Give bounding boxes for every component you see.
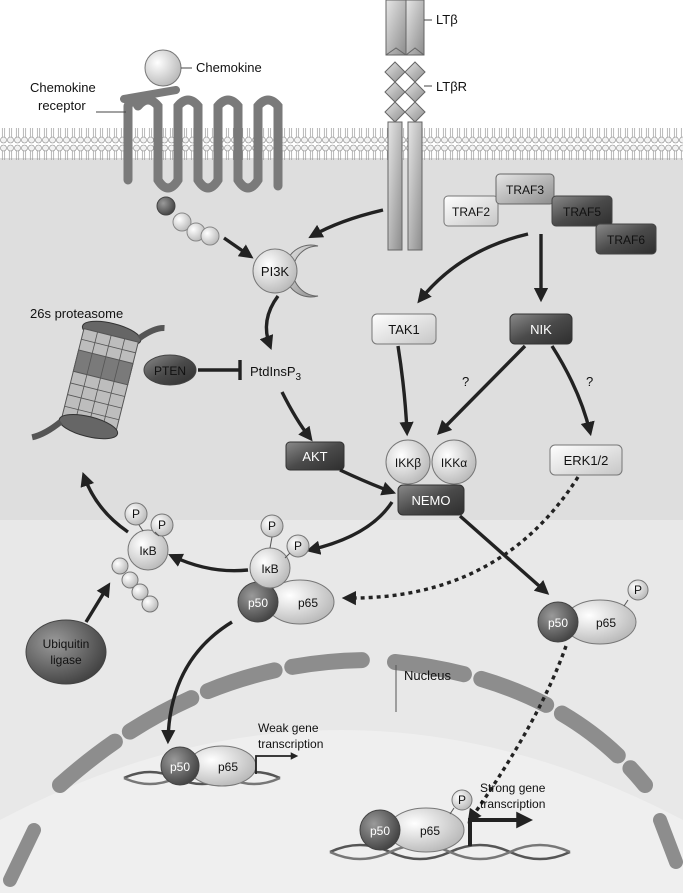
strong-transcription-arrow — [468, 811, 534, 846]
p-label-6: P — [458, 793, 466, 807]
erk-box — [549, 444, 623, 476]
lt-beta-receptor: LTβ LTβR — [384, 0, 467, 251]
traf5-box — [551, 195, 613, 227]
ikb-free-label: IκB — [139, 544, 156, 558]
traf5-label: TRAF5 — [563, 205, 601, 219]
proteasome-label: 26s proteasome — [30, 306, 123, 321]
pi3k-label: PI3K — [261, 264, 290, 279]
pten-inhibition — [198, 360, 242, 380]
arrow-complex-to-free-ikb — [168, 553, 249, 573]
nfkb-ikb-complex: P P IκB p50 p65 — [237, 514, 335, 625]
p65-label-weak: p65 — [218, 760, 238, 774]
lt-beta-r-label: LTβR — [436, 79, 467, 94]
lt-beta-label: LTβ — [436, 12, 458, 27]
p-label-2: P — [294, 539, 302, 553]
p50-node-strong — [359, 809, 401, 851]
chemokine-receptor-label-2: receptor — [38, 98, 86, 113]
strong-transcription-label-2: transcription — [480, 797, 545, 811]
arrow-pi3k-to-ptdinsp3 — [259, 294, 280, 350]
ptdinsp3-label: PtdInsP3 — [250, 364, 302, 383]
p50-label-right: p50 — [548, 616, 568, 630]
p65-label-cyto: p65 — [298, 596, 318, 610]
traf2-label: TRAF2 — [452, 205, 490, 219]
arrow-receptor-to-pi3k — [223, 236, 254, 259]
nfkb-strong: P p50 p65 — [359, 789, 473, 853]
p-label-4: P — [158, 518, 166, 532]
ikk-alpha-node — [431, 439, 477, 485]
ubiquitin-ligase-node — [25, 619, 107, 685]
weak-transcription-arrow — [255, 752, 299, 774]
ubiquitin-ligase-label-1: Ubiquitin — [43, 637, 90, 651]
arrow-ptdinsp3-to-akt — [280, 391, 313, 442]
ubiquitin-ligase-label-2: ligase — [50, 653, 82, 667]
arrow-tak1-to-ikk — [396, 345, 414, 437]
p-label-5: P — [634, 583, 642, 597]
weak-transcription-label-2: transcription — [258, 737, 323, 751]
p-label-1: P — [268, 519, 276, 533]
p50-label-strong: p50 — [370, 824, 390, 838]
ikb-bound-label: IκB — [261, 562, 278, 576]
question-mark-1: ? — [462, 374, 469, 389]
pten-label: PTEN — [154, 364, 186, 378]
arrow-to-strong-transcription — [467, 645, 568, 824]
chemokine-receptor-label-1: Chemokine — [30, 80, 96, 95]
p50-node-right — [537, 601, 579, 643]
nemo-label: NEMO — [412, 493, 451, 508]
p65-label-strong: p65 — [420, 824, 440, 838]
ikk-alpha-label: IKKα — [441, 456, 467, 470]
tak1-label: TAK1 — [388, 322, 420, 337]
traf-complex: TRAF2 TRAF3 TRAF5 TRAF6 — [443, 173, 657, 255]
tak1-box — [371, 313, 437, 345]
arrow-akt-to-nemo — [339, 468, 397, 496]
arrow-traf-to-tak1 — [417, 232, 529, 304]
p50-label-weak: p50 — [170, 760, 190, 774]
chemokine-ligand — [144, 49, 182, 87]
akt-box — [285, 441, 345, 471]
chemokine-label: Chemokine — [196, 60, 262, 75]
pi3k: PI3K — [252, 244, 319, 298]
arrow-ltbr-to-pi3k — [308, 208, 384, 239]
pten-node — [143, 354, 197, 386]
p-label-3: P — [132, 507, 140, 521]
ikk-beta-label: IKKβ — [395, 456, 421, 470]
ikb-free-node — [127, 529, 169, 571]
arrow-nik-to-erk — [550, 345, 595, 437]
arrow-nik-to-ikk — [436, 344, 527, 436]
nik-box — [509, 313, 573, 345]
arrow-ligase-to-ikb — [84, 582, 111, 623]
arrow-to-weak-transcription — [161, 620, 233, 745]
question-mark-2: ? — [586, 374, 593, 389]
erk-label: ERK1/2 — [564, 453, 609, 468]
proteasome: 26s proteasome — [30, 306, 165, 441]
plasma-membrane — [0, 124, 683, 160]
p50-node-weak — [160, 746, 200, 786]
arrow-nemo-to-ikb — [305, 501, 394, 555]
arrow-ikb-to-proteasome — [80, 471, 129, 534]
nucleus-label: Nucleus — [404, 668, 451, 683]
free-ikb: P P IκB — [111, 502, 174, 613]
p50-label-cyto: p50 — [248, 596, 268, 610]
nemo-box — [397, 484, 465, 516]
akt-label: AKT — [302, 449, 327, 464]
weak-transcription-label-1: Weak gene — [258, 721, 319, 735]
p65-label-right: p65 — [596, 616, 616, 630]
ikk-complex: IKKβ IKKα NEMO — [385, 439, 477, 516]
traf3-box — [495, 173, 555, 205]
ubiquitin-chain — [111, 557, 159, 613]
nfkb-phospho-cyto: P p50 p65 — [537, 579, 649, 645]
arrow-nemo-to-p50p65 — [458, 514, 550, 595]
strong-transcription-label-1: Strong gene — [480, 781, 546, 795]
traf6-label: TRAF6 — [607, 233, 645, 247]
traf6-box — [595, 223, 657, 255]
chemokine-receptor: Chemokine Chemokine receptor — [30, 49, 283, 246]
traf2-box — [443, 195, 499, 227]
ikk-beta-node — [385, 439, 431, 485]
nik-label: NIK — [530, 322, 552, 337]
pi3k-node — [252, 248, 298, 294]
traf3-label: TRAF3 — [506, 183, 544, 197]
nfkb-weak: p50 p65 — [160, 745, 257, 787]
